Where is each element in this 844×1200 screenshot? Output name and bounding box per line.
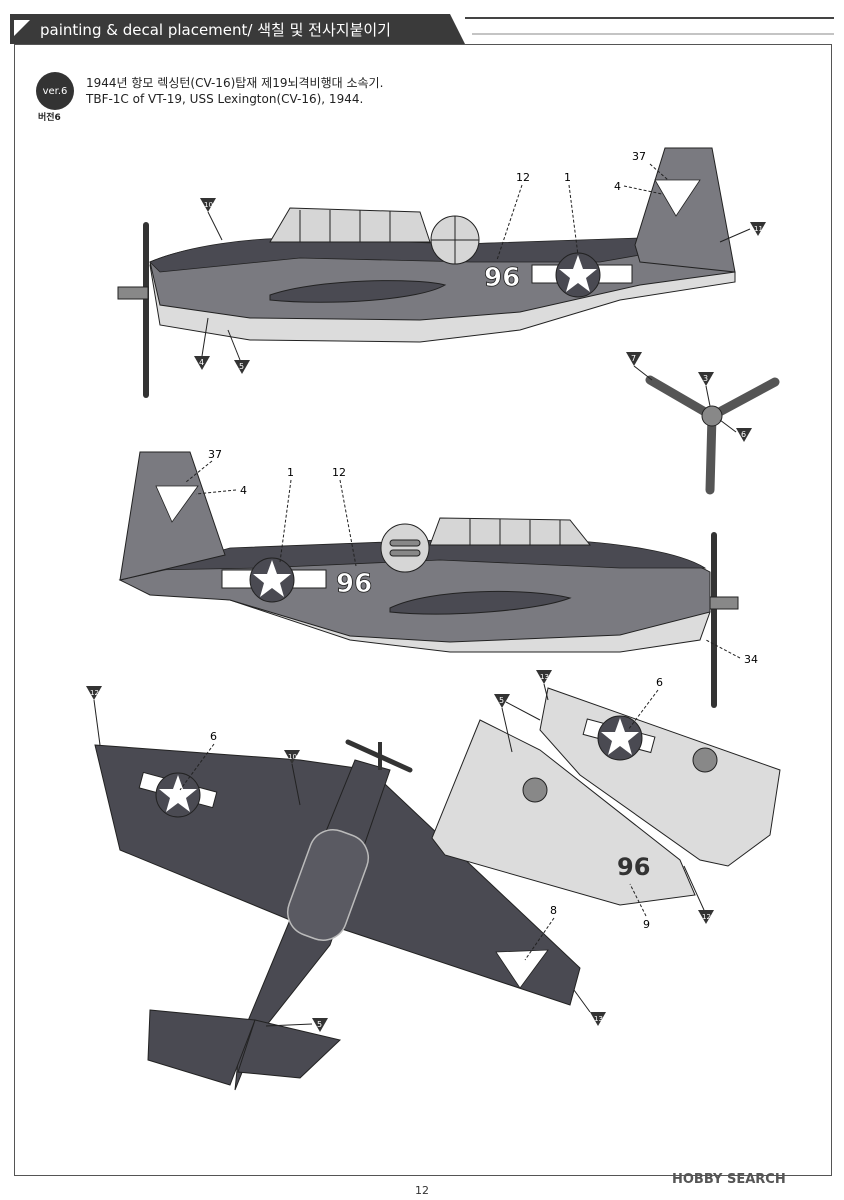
color-callout-11: 11 xyxy=(754,225,763,233)
color-callout-6-prop: 6 xyxy=(741,430,746,439)
callout-9: 9 xyxy=(643,918,650,931)
side-number-text-right: 96 xyxy=(336,569,372,599)
callout-37-a: 37 xyxy=(632,150,646,163)
color-callout-13-under: 13 xyxy=(540,673,549,681)
callout-6-under: 6 xyxy=(656,676,663,689)
callout-4-b: 4 xyxy=(240,484,247,497)
color-callout-3: 3 xyxy=(703,374,708,383)
caption-korean: 1944년 항모 렉싱턴(CV-16)탑재 제19뇌격비행대 소속기. xyxy=(86,76,384,90)
page-number: 12 xyxy=(415,1184,429,1197)
underside-wings: 96 xyxy=(431,687,781,906)
callout-12-a: 12 xyxy=(516,171,530,184)
color-callout-4: 4 xyxy=(199,358,204,367)
callout-4-a: 4 xyxy=(614,180,621,193)
underside-callouts: 5 13 6 9 12 xyxy=(494,670,714,931)
callout-8: 8 xyxy=(550,904,557,917)
callout-1-a: 1 xyxy=(564,171,571,184)
color-callout-5: 5 xyxy=(239,362,244,371)
color-callout-10: 10 xyxy=(204,201,213,209)
color-callout-5-under: 5 xyxy=(499,696,504,705)
propeller-detail: 7 3 6 xyxy=(626,352,780,495)
profile-right-callouts: 37 4 1 12 34 xyxy=(185,448,758,666)
color-callout-12-top: 12 xyxy=(90,689,99,697)
content-frame xyxy=(14,44,832,1176)
callout-12-b: 12 xyxy=(332,466,346,479)
header-title: painting & decal placement/ 색칠 및 전사지붙이기 xyxy=(40,21,391,39)
color-callout-7: 7 xyxy=(631,354,636,363)
profile-left-callouts: 12 1 37 4 10 11 4 5 xyxy=(194,150,766,374)
callout-34: 34 xyxy=(744,653,758,666)
color-callout-5-top: 5 xyxy=(317,1020,322,1029)
side-number-text: 96 xyxy=(484,263,520,293)
color-callout-13-top: 13 xyxy=(594,1015,603,1023)
callout-6-top: 6 xyxy=(210,730,217,743)
profile-left-side: 96 xyxy=(117,147,736,398)
top-view xyxy=(94,739,581,1091)
underwing-number: 96 xyxy=(617,853,650,881)
color-callout-12-under: 12 xyxy=(702,913,711,921)
top-view-callouts: 12 10 6 8 5 13 xyxy=(86,686,606,1032)
section-header: painting & decal placement/ 색칠 및 전사지붙이기 xyxy=(10,14,834,44)
version-badge: ver.6 xyxy=(36,72,74,110)
callout-1-b: 1 xyxy=(287,466,294,479)
watermark: HOBBY SEARCH xyxy=(672,1172,786,1187)
profile-right-side: 96 xyxy=(118,451,739,708)
color-callout-10-top: 10 xyxy=(288,753,297,761)
caption-english: TBF-1C of VT-19, USS Lexington(CV-16), 1… xyxy=(86,92,364,106)
version-sub: 버전6 xyxy=(38,113,61,123)
callout-37-b: 37 xyxy=(208,448,222,461)
